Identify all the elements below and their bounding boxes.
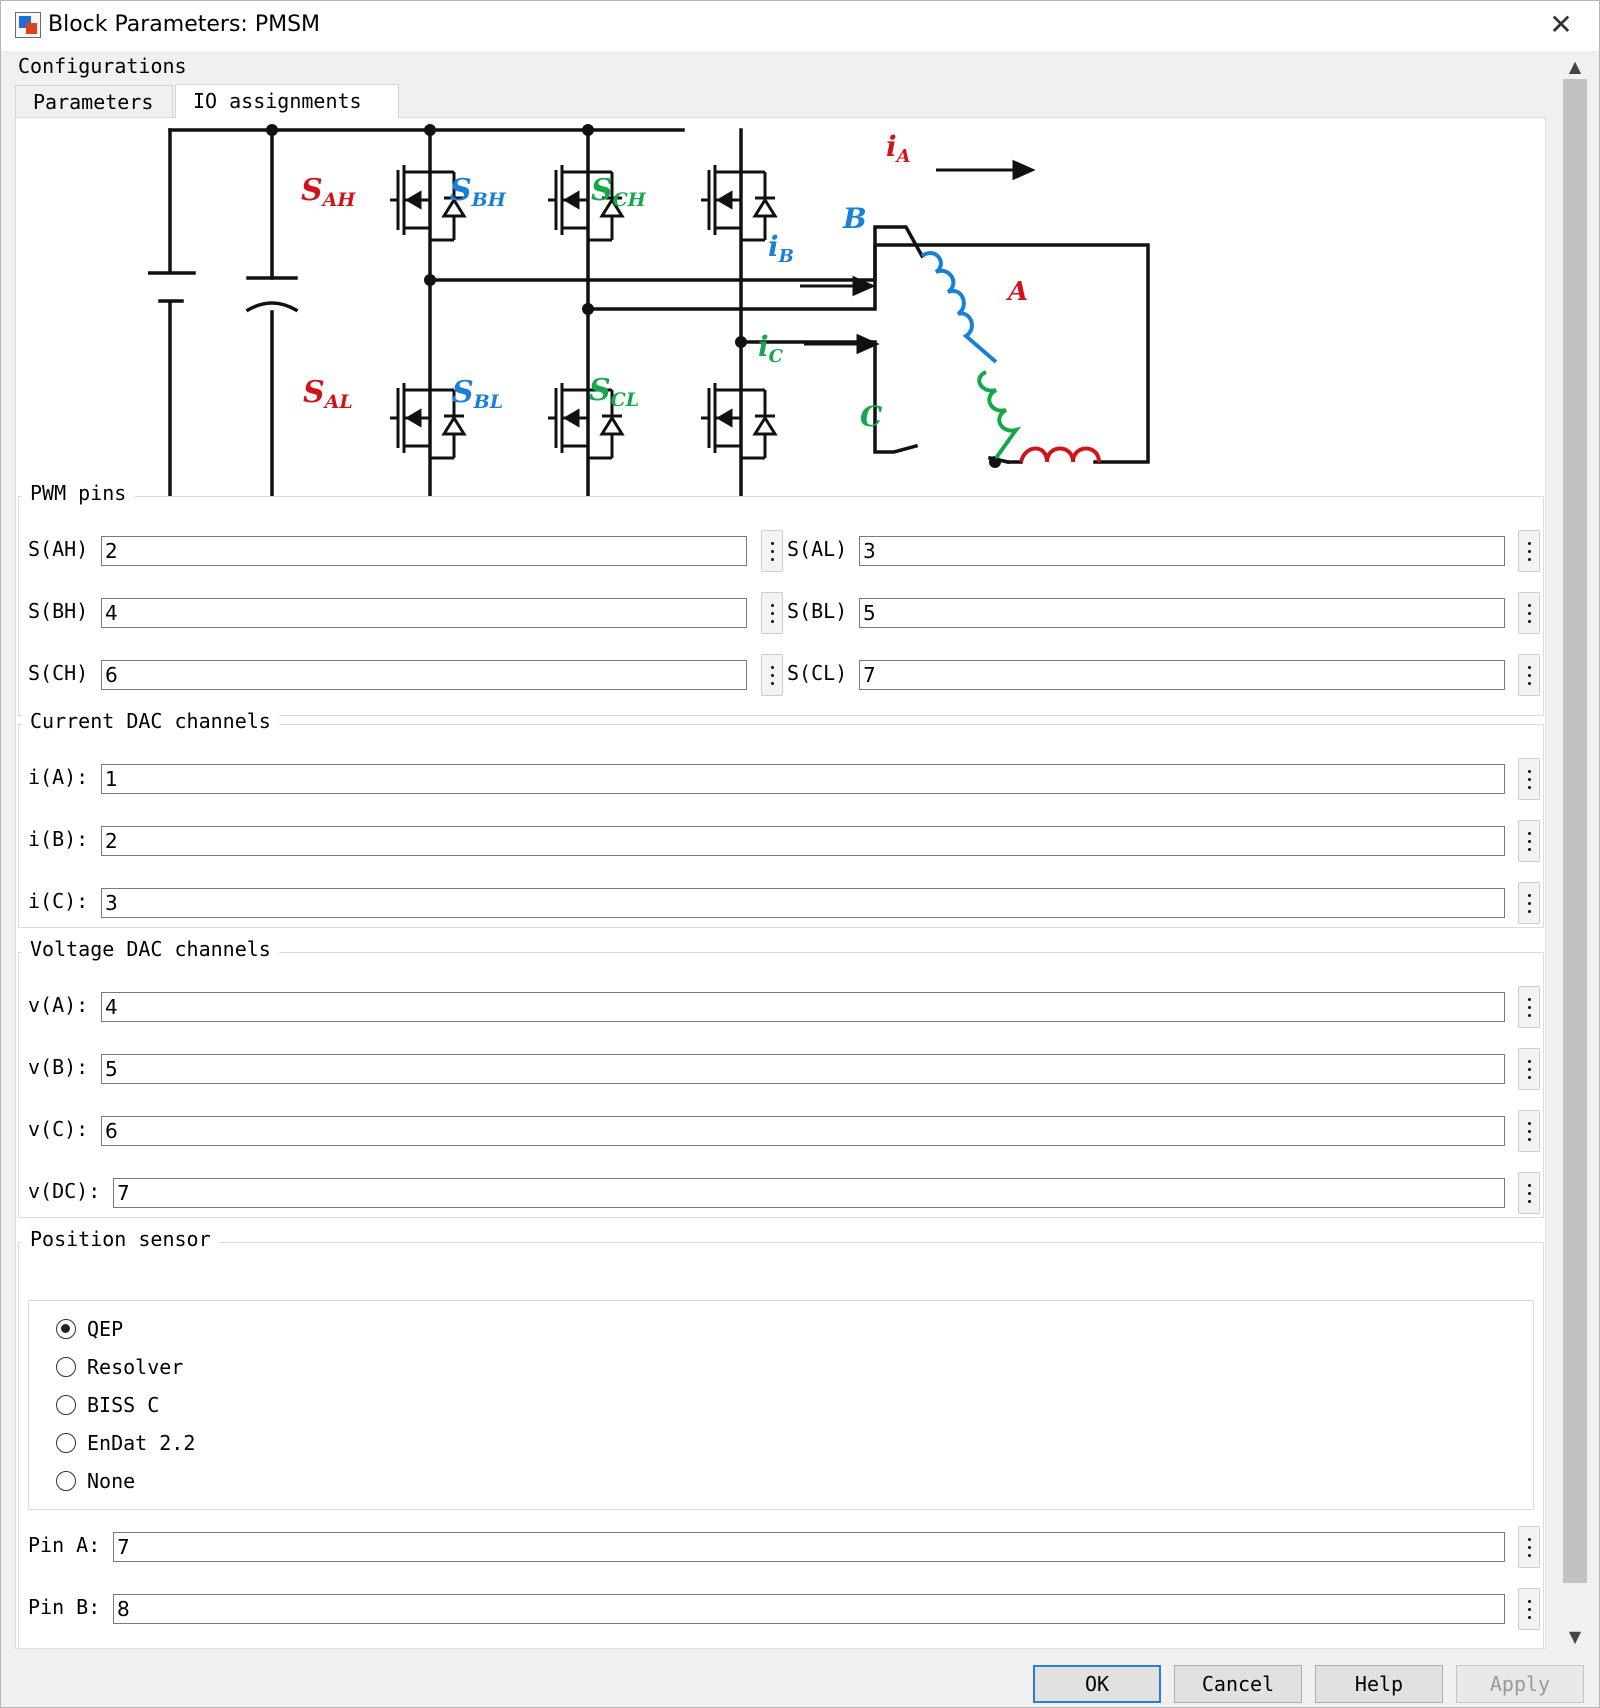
voltage-dac-c-input[interactable] <box>101 1116 1505 1146</box>
vertical-scrollbar[interactable]: ▲ ▼ <box>1561 55 1589 1649</box>
pwm-s-bh-label: S(BH) <box>28 599 89 623</box>
scroll-up-icon[interactable]: ▲ <box>1568 57 1582 76</box>
sensor-option-qep-label: QEP <box>87 1317 124 1341</box>
voltage-dac-dc-input[interactable] <box>113 1178 1505 1208</box>
sensor-pin-a-options-icon[interactable] <box>1518 1526 1540 1568</box>
current-dac-a-input[interactable] <box>101 764 1505 794</box>
pwm-s-bl-label: S(BL) <box>787 599 848 623</box>
sensor-option-biss-c-label: BISS C <box>87 1393 160 1417</box>
radio-unselected-icon[interactable] <box>56 1357 76 1377</box>
voltage-dac-b-label: v(B): <box>28 1055 89 1079</box>
voltage-dac-c-options-icon[interactable] <box>1518 1110 1540 1152</box>
label-i-b: iB <box>768 230 794 267</box>
voltage-dac-b-options-icon[interactable] <box>1518 1048 1540 1090</box>
configurations-label: Configurations <box>18 54 187 78</box>
title-bar: Block Parameters: PMSM ✕ <box>1 1 1599 51</box>
pwm-s-ch-input[interactable] <box>101 660 747 690</box>
current-dac-a-options-icon[interactable] <box>1518 758 1540 800</box>
pwm-s-ch-options-icon[interactable] <box>761 654 783 696</box>
scroll-thumb[interactable] <box>1563 79 1587 1583</box>
label-s-ah: SAH <box>301 173 356 211</box>
voltage-dac-dc-label: v(DC): <box>28 1179 101 1203</box>
voltage-dac-c-label: v(C): <box>28 1117 89 1141</box>
radio-unselected-icon[interactable] <box>56 1433 76 1453</box>
simulink-block-icon <box>15 12 41 38</box>
radio-selected-icon[interactable] <box>56 1319 76 1339</box>
pwm-s-al-label: S(AL) <box>787 537 848 561</box>
current-dac-title: Current DAC channels <box>22 708 279 734</box>
pwm-s-bh-input[interactable] <box>101 598 747 628</box>
sensor-pin-b-label: Pin B: <box>28 1595 101 1619</box>
pwm-s-al-input[interactable] <box>859 536 1505 566</box>
voltage-dac-a-label: v(A): <box>28 993 89 1017</box>
voltage-dac-title: Voltage DAC channels <box>22 936 279 962</box>
pwm-s-bl-input[interactable] <box>859 598 1505 628</box>
label-s-cl: SCL <box>589 373 639 411</box>
pwm-s-cl-label: S(CL) <box>787 661 848 685</box>
current-dac-b-options-icon[interactable] <box>1518 820 1540 862</box>
current-dac-b-label: i(B): <box>28 827 89 851</box>
label-phase-a: A <box>1005 277 1028 307</box>
current-dac-c-label: i(C): <box>28 889 89 913</box>
position-sensor-radio-box <box>28 1300 1534 1510</box>
pwm-pins-title: PWM pins <box>22 480 135 506</box>
radio-unselected-icon[interactable] <box>56 1471 76 1491</box>
voltage-dac-a-options-icon[interactable] <box>1518 986 1540 1028</box>
position-sensor-title: Position sensor <box>22 1226 219 1252</box>
label-i-a: iA <box>886 130 911 167</box>
tab-parameters[interactable]: Parameters <box>15 85 173 117</box>
current-dac-c-options-icon[interactable] <box>1518 882 1540 924</box>
apply-button[interactable]: Apply <box>1456 1665 1584 1703</box>
cancel-button[interactable]: Cancel <box>1174 1665 1302 1703</box>
io-assignments-panel: SAH SBH SCH SAL SBL SCL iA iB iC B A C P… <box>15 117 1546 1649</box>
pwm-s-cl-options-icon[interactable] <box>1518 654 1540 696</box>
label-s-ch: SCH <box>591 173 647 211</box>
sensor-pin-a-input[interactable] <box>113 1532 1505 1562</box>
inverter-circuit-diagram: SAH SBH SCH SAL SBL SCL iA iB iC B A C <box>148 124 1150 508</box>
pwm-s-ah-options-icon[interactable] <box>761 530 783 572</box>
current-dac-c-input[interactable] <box>101 888 1505 918</box>
sensor-option-none-label: None <box>87 1469 136 1493</box>
pwm-s-ah-input[interactable] <box>101 536 747 566</box>
radio-unselected-icon[interactable] <box>56 1395 76 1415</box>
sensor-pin-b-input[interactable] <box>113 1594 1505 1624</box>
current-dac-b-input[interactable] <box>101 826 1505 856</box>
ok-button[interactable]: OK <box>1033 1665 1161 1703</box>
close-icon[interactable]: ✕ <box>1549 8 1573 41</box>
pwm-s-bl-options-icon[interactable] <box>1518 592 1540 634</box>
pwm-s-ah-label: S(AH) <box>28 537 89 561</box>
label-i-c: iC <box>758 330 784 367</box>
voltage-dac-b-input[interactable] <box>101 1054 1505 1084</box>
pwm-s-ch-label: S(CH) <box>28 661 89 685</box>
label-s-bl: SBL <box>452 375 503 413</box>
label-s-al: SAL <box>303 375 353 413</box>
pwm-s-al-options-icon[interactable] <box>1518 530 1540 572</box>
label-s-bh: SBH <box>450 173 507 211</box>
pwm-s-cl-input[interactable] <box>859 660 1505 690</box>
scroll-down-icon[interactable]: ▼ <box>1568 1627 1582 1646</box>
sensor-pin-a-label: Pin A: <box>28 1533 101 1557</box>
voltage-dac-a-input[interactable] <box>101 992 1505 1022</box>
tab-io-assignments[interactable]: IO assignments <box>175 84 399 118</box>
sensor-option-resolver-label: Resolver <box>87 1355 184 1379</box>
pwm-s-bh-options-icon[interactable] <box>761 592 783 634</box>
voltage-dac-dc-options-icon[interactable] <box>1518 1172 1540 1214</box>
window-title: Block Parameters: PMSM <box>48 12 321 37</box>
sensor-option-endat-label: EnDat 2.2 <box>87 1431 196 1455</box>
label-phase-c: C <box>860 400 883 433</box>
help-button[interactable]: Help <box>1315 1665 1443 1703</box>
sensor-pin-b-options-icon[interactable] <box>1518 1588 1540 1630</box>
label-phase-b: B <box>842 202 867 235</box>
current-dac-a-label: i(A): <box>28 765 89 789</box>
